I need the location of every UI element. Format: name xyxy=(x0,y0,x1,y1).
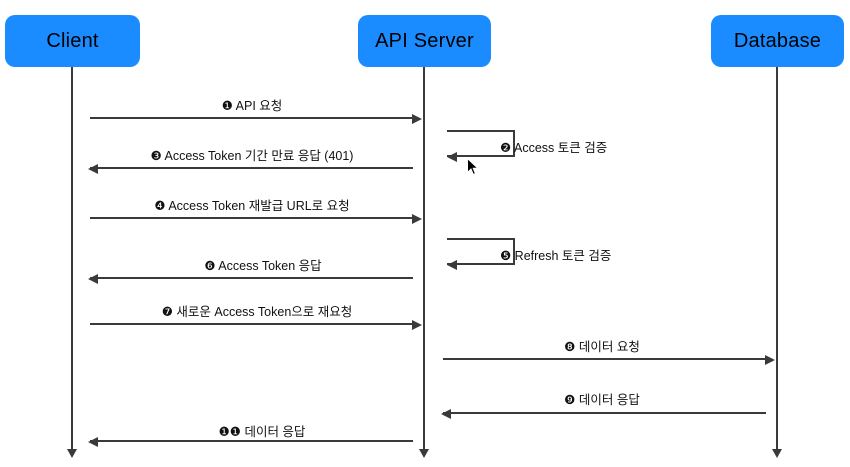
self-loop-arrowhead-2 xyxy=(447,152,457,162)
lifeline-database xyxy=(776,67,778,451)
self-loop-arrowhead-5 xyxy=(447,260,457,270)
message-arrowhead-3 xyxy=(88,164,98,174)
actor-label-api-server: API Server xyxy=(375,29,474,52)
message-line-8 xyxy=(443,358,766,360)
message-arrowhead-8 xyxy=(765,355,775,365)
lifeline-client xyxy=(71,67,73,451)
message-line-7 xyxy=(90,323,413,325)
mouse-pointer-icon xyxy=(467,157,480,176)
self-loop-label-2: ❷ Access 토큰 검증 xyxy=(500,141,608,155)
lifeline-cap-database xyxy=(772,449,782,458)
message-label-9: ❾ 데이터 응답 xyxy=(564,393,640,407)
message-line-3 xyxy=(90,167,413,169)
message-label-6: ❻ Access Token 응답 xyxy=(204,259,322,273)
message-arrowhead-11 xyxy=(88,437,98,447)
message-line-6 xyxy=(90,277,413,279)
message-label-4: ❹ Access Token 재발급 URL로 요청 xyxy=(154,199,350,213)
actor-box-database[interactable]: Database xyxy=(711,15,844,67)
lifeline-cap-client xyxy=(67,449,77,458)
message-arrowhead-4 xyxy=(412,214,422,224)
message-label-3: ❸ Access Token 기간 만료 응답 (401) xyxy=(150,149,354,163)
message-arrowhead-1 xyxy=(412,114,422,124)
actor-box-api-server[interactable]: API Server xyxy=(358,15,491,67)
message-line-1 xyxy=(90,117,413,119)
message-arrowhead-9 xyxy=(441,409,451,419)
actor-box-client[interactable]: Client xyxy=(5,15,140,67)
self-loop-label-5: ❺ Refresh 토큰 검증 xyxy=(500,249,612,263)
message-arrowhead-6 xyxy=(88,274,98,284)
message-line-9 xyxy=(443,412,766,414)
actor-label-client: Client xyxy=(46,29,99,52)
message-label-7: ❼ 새로운 Access Token으로 재요청 xyxy=(161,305,353,319)
message-line-4 xyxy=(90,217,413,219)
lifeline-api-server xyxy=(423,67,425,451)
message-label-11: ❶❶ 데이터 응답 xyxy=(218,425,306,439)
message-label-8: ❽ 데이터 요청 xyxy=(564,340,640,354)
message-label-1: ❶ API 요청 xyxy=(221,99,283,113)
actor-label-database: Database xyxy=(733,29,822,52)
lifeline-cap-api-server xyxy=(419,449,429,458)
message-arrowhead-7 xyxy=(412,320,422,330)
message-line-11 xyxy=(90,440,413,442)
